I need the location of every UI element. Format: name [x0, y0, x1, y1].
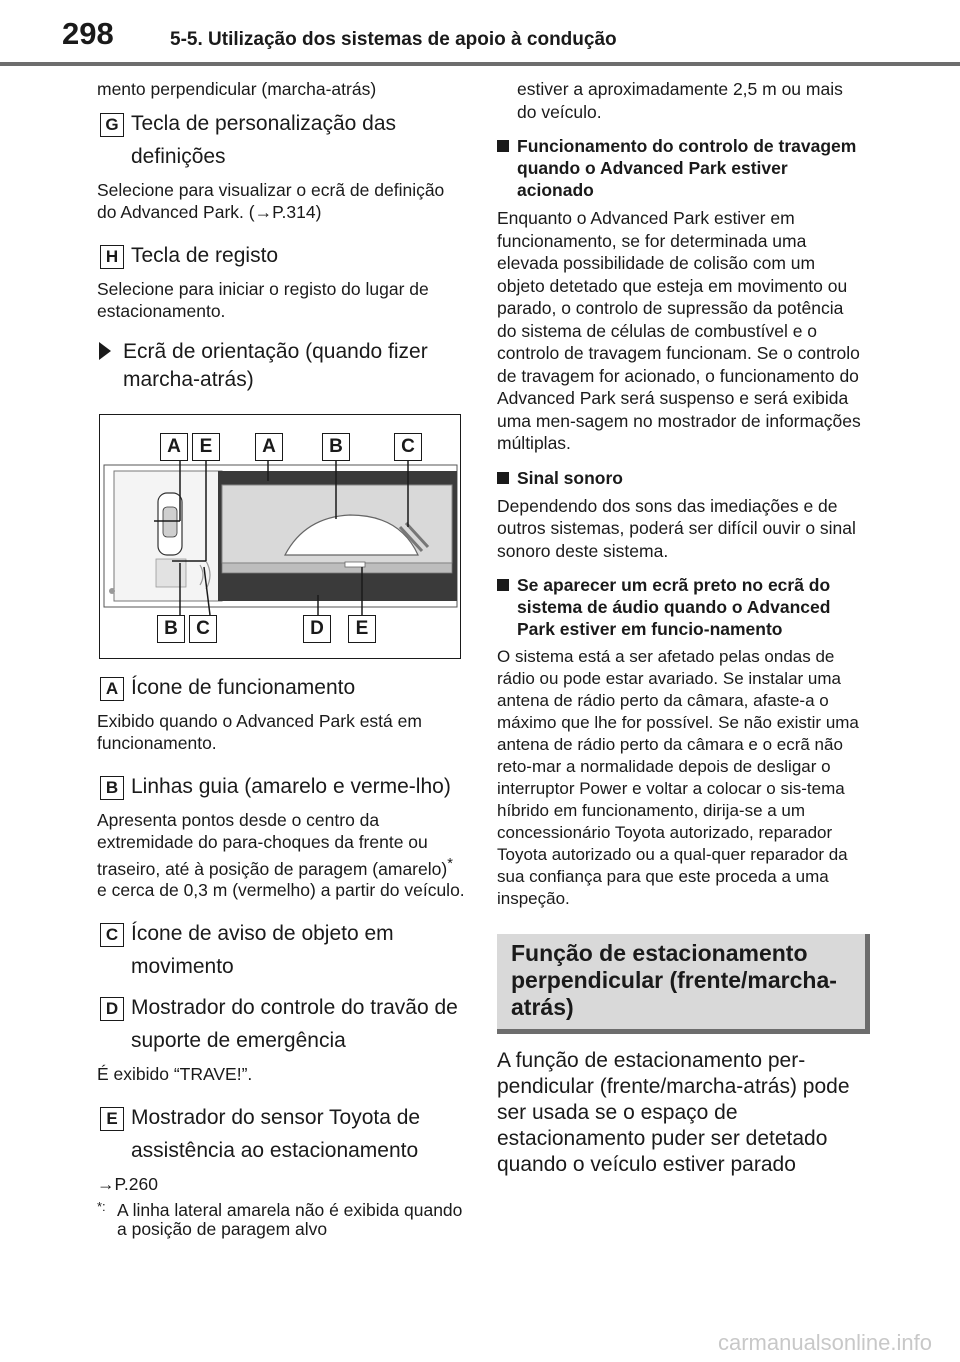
guidance-screen-heading: Ecrã de orientação (quando fizer marcha-… [97, 338, 467, 394]
callout-a: A [160, 432, 188, 461]
right-column: estiver a aproximadamente 2,5 m ou mais … [497, 78, 870, 1178]
item-b: B Linhas guia (amarelo e verme-lho) [97, 770, 467, 803]
section-body: A função de estacionamento per-pendicula… [497, 1049, 850, 1176]
screen-illustration [103, 458, 458, 615]
left-column: mento perpendicular (marcha-atrás) G Tec… [97, 78, 467, 1243]
guidance-screen-figure: A E A B C B C D E [99, 413, 461, 659]
triangle-bullet-icon [99, 341, 111, 360]
callout-b: B [322, 432, 350, 461]
footnote-text: A linha lateral amarela não é exibida qu… [117, 1200, 463, 1240]
item-c-title: Ícone de aviso de objeto em movimento [131, 922, 394, 979]
braking-control-heading: Funcionamento do controlo de travagem qu… [497, 135, 867, 201]
continuation-text: estiver a aproximadamente 2,5 m ou mais … [517, 79, 843, 122]
callout-a: A [255, 432, 283, 461]
item-a-desc: Exibido quando o Advanced Park está em f… [97, 710, 422, 753]
item-d: D Mostrador do controle do travão de sup… [97, 991, 467, 1057]
black-screen-heading: Se aparecer um ecrã preto no ecrã do sis… [497, 574, 867, 640]
key-c-label: C [100, 923, 124, 948]
item-g-title: Tecla de personalização das definições [131, 111, 397, 168]
header-rule [0, 62, 960, 66]
black-screen-text: O sistema está a ser afetado pelas ondas… [497, 647, 859, 908]
section-title-box: Função de estacionamento perpendicular (… [497, 934, 870, 1034]
item-c: C Ícone de aviso de objeto em movimento [97, 917, 467, 983]
square-bullet-icon [497, 140, 509, 152]
item-a: A Ícone de funcionamento [97, 671, 467, 704]
item-d-desc: É exibido “TRAVE!”. [97, 1064, 253, 1085]
item-g-desc: Selecione para visualizar o ecrã de defi… [97, 179, 445, 222]
item-h-desc: Selecione para iniciar o registo do luga… [97, 278, 429, 321]
item-h: H Tecla de registo [97, 239, 467, 272]
item-g: G Tecla de personalização das definições [97, 107, 467, 173]
item-h-title: Tecla de registo [131, 243, 279, 267]
chapter-title: 5-5. Utilização dos sistemas de apoio à … [170, 29, 617, 50]
item-e-desc: →P.260 [97, 1174, 158, 1195]
black-screen-heading-text: Se aparecer um ecrã preto no ecrã do sis… [517, 575, 831, 639]
guidance-screen-heading-text: Ecrã de orientação (quando fizer marcha-… [123, 339, 428, 391]
buzzer-heading: Sinal sonoro [497, 467, 867, 489]
buzzer-text: Dependendo dos sons das imediações e de … [497, 495, 856, 561]
item-e-title: Mostrador do sensor Toyota de assistênci… [131, 1106, 421, 1163]
callout-e: E [348, 614, 376, 643]
braking-control-text: Enquanto o Advanced Park estiver em func… [497, 208, 861, 453]
item-b-desc-part2: e cerca de 0,3 m (vermelho) a partir do … [97, 880, 465, 901]
key-e-label: E [100, 1107, 124, 1132]
item-b-desc: Apresenta pontos desde o centro da extre… [97, 809, 467, 902]
intro-text: mento perpendicular (marcha-atrás) [97, 79, 377, 99]
page-number: 298 [62, 16, 114, 51]
square-bullet-icon [497, 579, 509, 591]
callout-e: E [192, 432, 220, 461]
key-a-label: A [100, 676, 124, 701]
key-g-label: G [100, 112, 124, 137]
asterisk-mark: * [447, 855, 453, 872]
callout-d: D [303, 614, 331, 643]
key-h-label: H [100, 244, 124, 269]
item-b-title: Linhas guia (amarelo e verme-lho) [131, 774, 451, 798]
item-e: E Mostrador do sensor Toyota de assistên… [97, 1101, 467, 1167]
item-d-title: Mostrador do controle do travão de supor… [131, 996, 458, 1053]
callout-b: B [157, 614, 185, 643]
item-a-title: Ícone de funcionamento [131, 675, 356, 699]
footnote-mark: *: [97, 1199, 106, 1215]
callout-c: C [394, 432, 422, 461]
section-title: Função de estacionamento perpendicular (… [511, 940, 837, 1020]
braking-control-heading-text: Funcionamento do controlo de travagem qu… [517, 136, 857, 200]
key-d-label: D [100, 997, 124, 1022]
buzzer-heading-text: Sinal sonoro [517, 467, 623, 488]
callout-c: C [189, 614, 217, 643]
item-b-desc-part1: Apresenta pontos desde o centro da extre… [97, 809, 448, 879]
square-bullet-icon [497, 471, 509, 484]
key-b-label: B [100, 775, 124, 800]
guide-lines-icon [284, 513, 419, 556]
footnote: *: A linha lateral amarela não é exibida… [97, 1199, 467, 1240]
page-header: 298 5-5. Utilização dos sistemas de apoi… [0, 0, 960, 68]
watermark: carmanualsonline.info [717, 1330, 932, 1355]
